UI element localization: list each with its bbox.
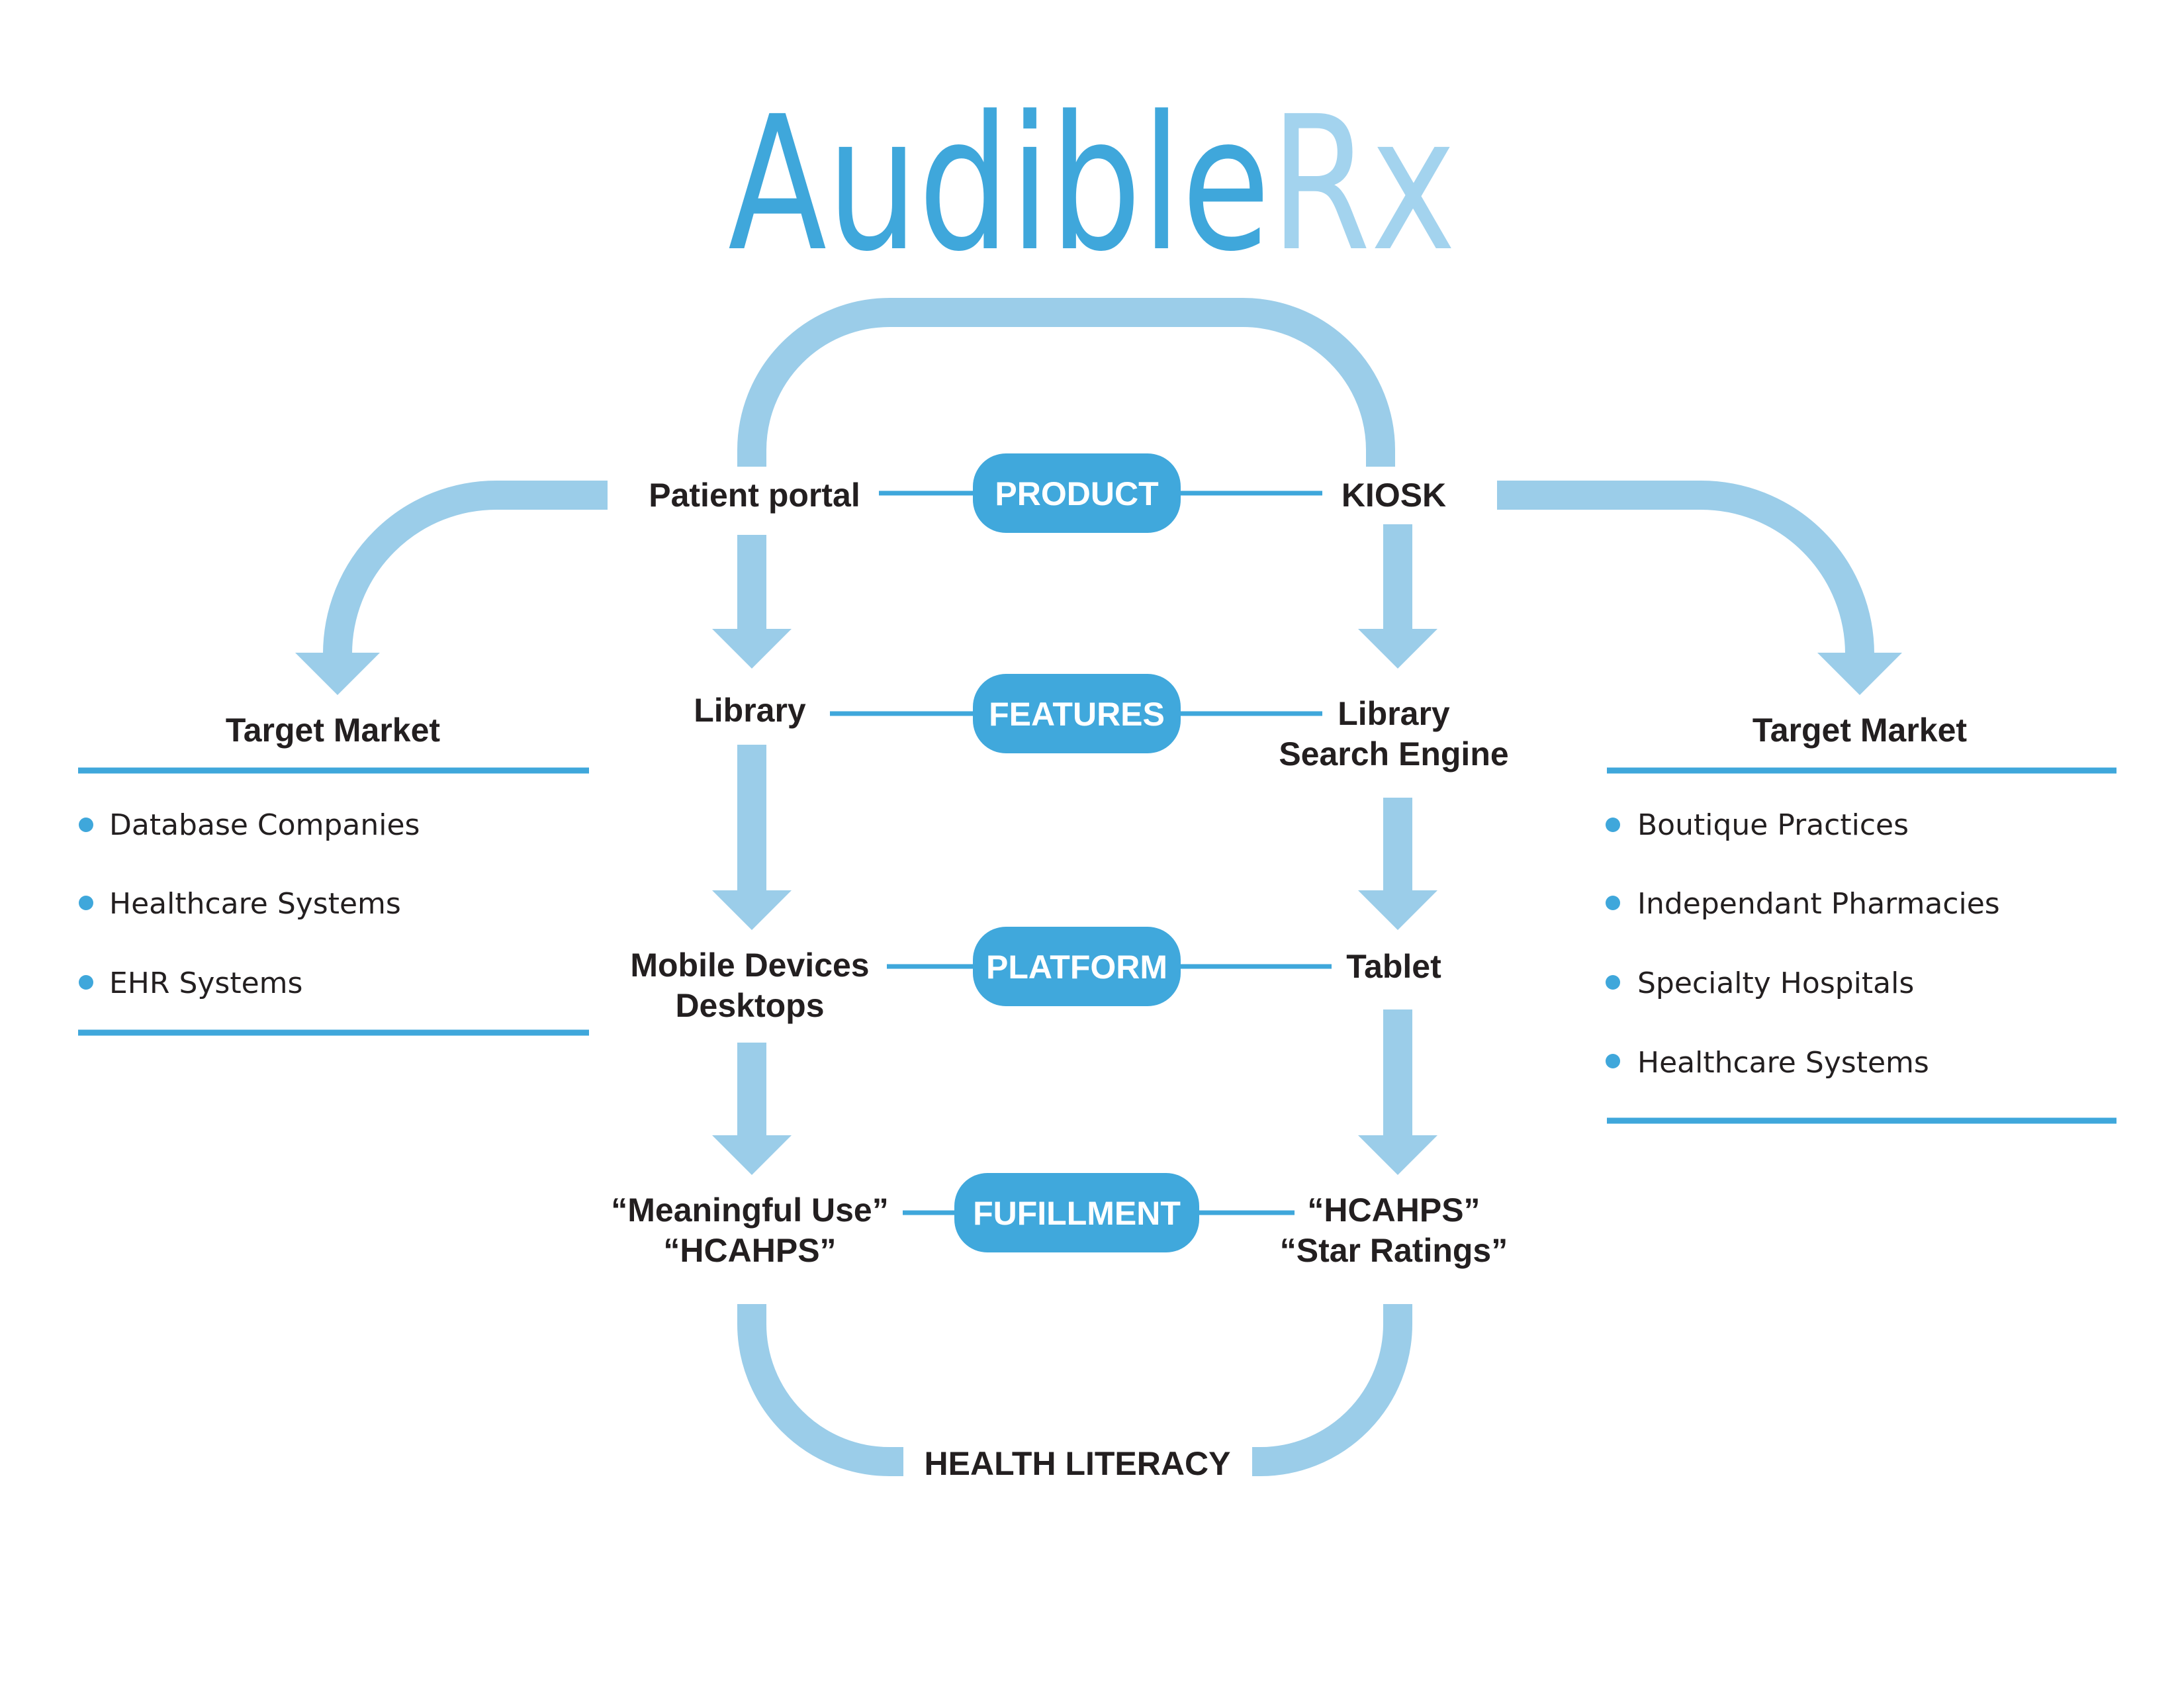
right-market-bullet-4: [1606, 1054, 1620, 1068]
right-curve-arrow-head: [1817, 653, 1902, 695]
right-market-item: Specialty Hospitals: [1637, 966, 1914, 1000]
left-market-bullet-3: [79, 975, 93, 990]
left-arrow-platform-fulfillment-head: [712, 1135, 792, 1175]
left-arrow-features-platform-head: [712, 890, 792, 930]
pill-platform-label: PLATFORM: [986, 949, 1167, 986]
right-features-line1: Library: [1338, 695, 1450, 732]
right-features-line2: Search Engine: [1279, 735, 1508, 773]
top-arch-arrow: [737, 298, 1395, 467]
right-arrow-features-platform-head: [1358, 890, 1437, 930]
logo-rx: Rx: [1270, 77, 1456, 293]
right-market-title: Target Market: [1752, 712, 1968, 749]
pill-product-label: PRODUCT: [995, 475, 1158, 512]
left-market-title: Target Market: [226, 712, 441, 749]
right-arrow-platform-fulfillment-head: [1358, 1135, 1437, 1175]
right-market-bullet-2: [1606, 896, 1620, 910]
right-market-item: Boutique Practices: [1637, 808, 1909, 842]
right-platform-label: Tablet: [1346, 948, 1441, 985]
pill-fulfillment-label: FUFILLMENT: [973, 1195, 1181, 1232]
right-target-market: Target Market Boutique Practices Indepen…: [1606, 712, 2116, 1124]
right-fulfillment-line2: “Star Ratings”: [1280, 1232, 1508, 1269]
bottom-right-arc: [1252, 1304, 1412, 1476]
left-product-label: Patient portal: [649, 477, 860, 514]
left-fulfillment-line2: “HCAHPS”: [663, 1232, 836, 1269]
right-market-item: Independant Pharmacies: [1637, 887, 2000, 921]
pill-product: PRODUCT: [973, 453, 1181, 533]
left-curve-arrow: [323, 481, 608, 662]
right-fulfillment-line1: “HCAHPS”: [1307, 1192, 1480, 1229]
left-market-item: Database Companies: [109, 808, 420, 842]
health-literacy-label: HEALTH LITERACY: [925, 1445, 1231, 1482]
left-market-item: Healthcare Systems: [109, 887, 401, 921]
pill-platform: PLATFORM: [973, 927, 1181, 1006]
left-market-item: EHR Systems: [109, 966, 302, 1000]
left-target-market: Target Market Database Companies Healthc…: [78, 712, 589, 1036]
pill-features: FEATURES: [973, 674, 1181, 753]
pill-features-label: FEATURES: [989, 696, 1165, 733]
bottom-left-arc: [737, 1304, 903, 1476]
left-market-bullet-1: [79, 818, 93, 832]
logo: AudibleRx: [728, 77, 1456, 293]
left-arrow-product-features-head: [712, 629, 792, 669]
right-arrow-product-features-head: [1358, 629, 1437, 669]
left-platform-line1: Mobile Devices: [630, 947, 869, 984]
left-features-label: Library: [694, 692, 806, 729]
right-product-label: KIOSK: [1342, 477, 1446, 514]
right-market-bullet-1: [1606, 818, 1620, 832]
right-market-item: Healthcare Systems: [1637, 1046, 1929, 1080]
right-market-bullet-3: [1606, 975, 1620, 990]
logo-audible: Audible: [728, 77, 1270, 293]
left-platform-line2: Desktops: [675, 987, 824, 1024]
left-market-bullet-2: [79, 896, 93, 910]
right-curve-arrow: [1497, 481, 1874, 662]
pill-fulfillment: FUFILLMENT: [954, 1173, 1199, 1252]
left-curve-arrow-head: [295, 653, 380, 695]
left-fulfillment-line1: “Meaningful Use”: [611, 1192, 888, 1229]
